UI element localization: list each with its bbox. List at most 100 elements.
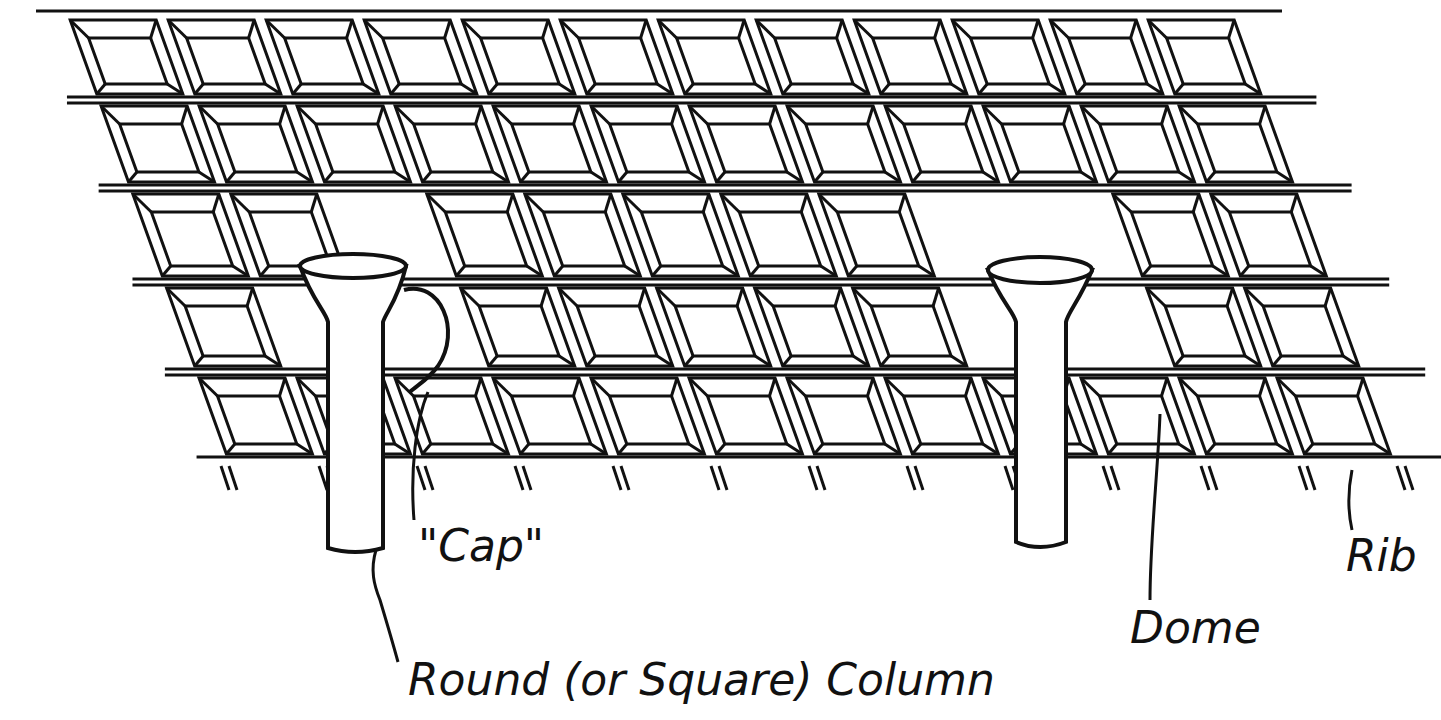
dome-edge [1147, 288, 1165, 306]
dome-outline [199, 378, 312, 454]
leader-line [1150, 414, 1160, 600]
dome-edge [689, 172, 705, 182]
dome-edge [1277, 172, 1293, 182]
dome-edge [162, 266, 170, 276]
dome-edge [1162, 106, 1168, 124]
dome-edge [885, 106, 903, 124]
dome-edge [952, 20, 970, 38]
dome-edge [723, 266, 739, 276]
leader-line [373, 550, 398, 662]
dome-base [837, 212, 918, 266]
dome-edge [559, 84, 575, 94]
rib-edge [99, 184, 1352, 187]
rib-end [417, 466, 425, 490]
dome-outline [559, 288, 673, 366]
dome-base [708, 124, 787, 172]
dome-edge [395, 172, 411, 182]
dome-edge [868, 378, 874, 396]
dome-outline [168, 20, 281, 94]
dome-edge [951, 356, 967, 366]
leader-line [413, 392, 428, 520]
rib-edge [67, 96, 1316, 99]
dome-outline [461, 288, 575, 366]
dome-edge [1162, 378, 1168, 396]
rib-end [719, 466, 727, 490]
rib-end [515, 466, 523, 490]
dome-edge [979, 84, 987, 94]
dome-edge [1375, 444, 1391, 454]
dome-edge [347, 20, 353, 38]
dome-base [285, 38, 364, 84]
dome-edge [199, 172, 215, 182]
dome-base [1069, 38, 1148, 84]
dome-base [1229, 212, 1310, 266]
dome-base [708, 396, 787, 444]
dome-edge [819, 194, 837, 212]
dome-edge [1077, 84, 1085, 94]
dome-edge [378, 106, 384, 124]
dome-edge [1179, 172, 1195, 182]
dome-edge [737, 288, 743, 306]
dome-edge [591, 106, 609, 124]
dome-outline [1245, 288, 1359, 366]
dome-edge [623, 194, 641, 212]
dome-edge [182, 106, 188, 124]
dome-edge [935, 20, 941, 38]
dome-base [806, 124, 885, 172]
dome-outline [885, 378, 998, 454]
dome-edge [520, 172, 528, 182]
dome-edge [1179, 106, 1197, 124]
dome-edge [591, 172, 607, 182]
dome-base [873, 38, 952, 84]
dome-base [904, 396, 983, 444]
dome-edge [265, 84, 281, 94]
column-shaft [988, 270, 1092, 547]
dome-label: Dome [1130, 604, 1261, 652]
dome-edge [168, 20, 186, 38]
dome-edge [167, 288, 185, 306]
dome-base [773, 306, 853, 356]
dome-edge [605, 194, 611, 212]
dome-edge [835, 288, 841, 306]
dome-outline [364, 20, 477, 94]
dome-edge [489, 84, 497, 94]
rib-end [523, 466, 531, 490]
dome-edge [814, 444, 822, 454]
rib-label: Rib [1346, 532, 1417, 580]
dome-edge [1358, 378, 1364, 396]
dome-outline [101, 106, 214, 182]
dome-base [675, 306, 755, 356]
dome-edge [297, 106, 315, 124]
dome-outline [525, 194, 641, 276]
dome-base [1167, 38, 1246, 84]
dome-edge [1343, 356, 1359, 366]
dome-outline [1211, 194, 1327, 276]
dome-edge [1213, 266, 1229, 276]
dome-outline [427, 194, 543, 276]
rib-end [1299, 466, 1307, 490]
dome-edge [574, 106, 580, 124]
dome-base [481, 38, 560, 84]
dome-edge [868, 106, 874, 124]
dome-edge [101, 106, 119, 124]
dome-base [218, 396, 297, 444]
dome-outline [854, 20, 967, 94]
dome-edge [395, 106, 413, 124]
dome-outline [1050, 20, 1163, 94]
dome-edge [1131, 20, 1137, 38]
dome-base [739, 212, 820, 266]
dome-edge [783, 356, 791, 366]
dome-edge [280, 378, 286, 396]
dome-edge [983, 106, 1001, 124]
rib-end [425, 466, 433, 490]
cap-label: "Cap" [418, 522, 544, 570]
dome-edge [461, 84, 477, 94]
dome-edge [493, 172, 509, 182]
dome-outline [297, 106, 410, 182]
dome-edge [493, 378, 511, 396]
dome-edge [1081, 172, 1097, 182]
dome-base [1131, 212, 1212, 266]
dome-outline [756, 20, 869, 94]
rib-end [809, 466, 817, 490]
dome-edge [1175, 356, 1183, 366]
